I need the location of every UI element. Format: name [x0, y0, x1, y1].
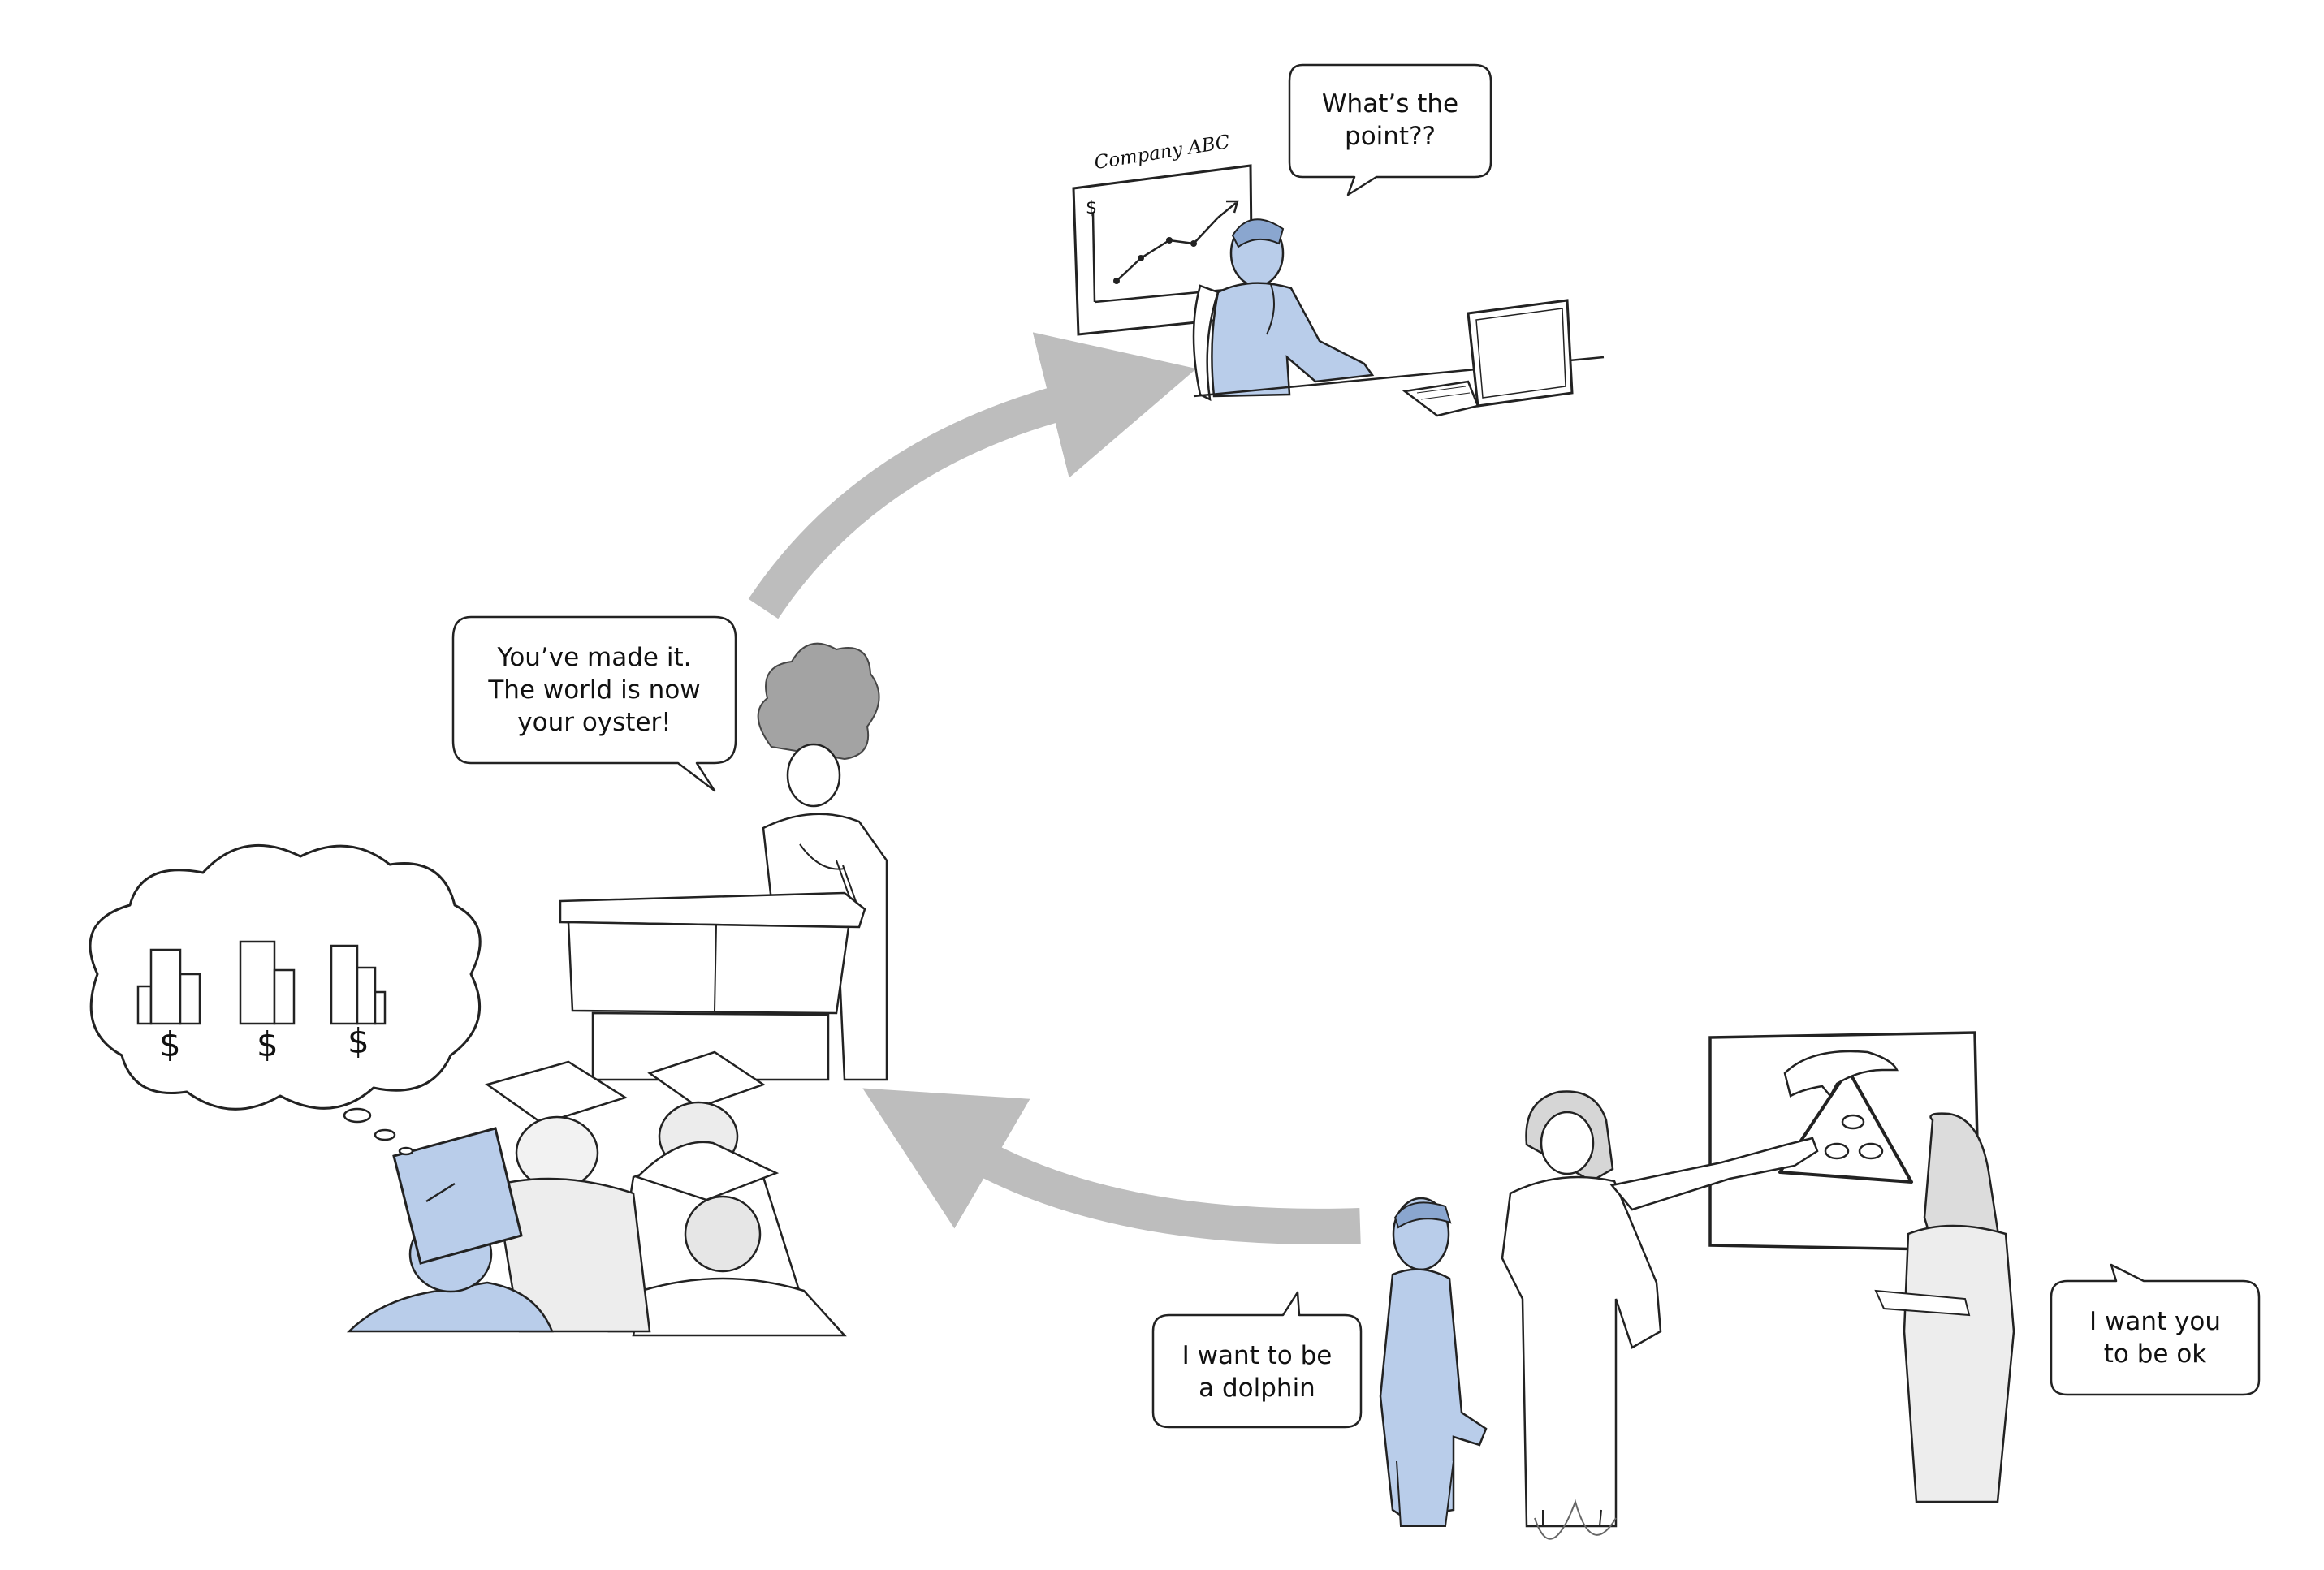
- office-worker-speech-line-2: point??: [1345, 122, 1436, 151]
- arrow-to-graduation: [862, 1088, 1361, 1244]
- graduates: [485, 1050, 847, 1337]
- thought-cloud: [89, 843, 482, 1156]
- child-speech-line-1: I want to be: [1181, 1341, 1333, 1370]
- thought-dollar-2: $: [257, 1024, 279, 1064]
- city-buildings-icon: [136, 940, 387, 1025]
- parent-speech-line-1: I want you: [2089, 1307, 2221, 1336]
- speech-bubble-speaker: [451, 615, 737, 792]
- speech-bubble-child: [1151, 1291, 1363, 1429]
- office-worker: [1211, 218, 1375, 398]
- speaker-speech: You’ve made it. The world is now your oy…: [460, 641, 729, 739]
- graduation-cap-icon: [392, 1127, 523, 1265]
- office-worker-speech-line-1: What’s the: [1321, 89, 1459, 119]
- arrow-to-office: [748, 332, 1197, 619]
- office-scene: [1072, 164, 1605, 417]
- speech-bubble-office-worker: [1288, 63, 1492, 196]
- speaker-speech-line-1: You’ve made it.: [497, 643, 692, 672]
- thought-dollar-3: $: [348, 1021, 369, 1061]
- speaker: [757, 642, 888, 1081]
- highlighted-graduate: [346, 1127, 554, 1333]
- parent-speech: I want you to be ok: [2058, 1305, 2253, 1370]
- fish-icon: [1824, 1114, 1884, 1160]
- speaker-speech-line-2: The world is now: [488, 675, 701, 705]
- child-speech: I want to be a dolphin: [1160, 1339, 1354, 1404]
- presenter-woman: [1501, 1090, 1819, 1540]
- family-scene: [1379, 1031, 2015, 1540]
- speaker-speech-line-3: your oyster!: [517, 708, 672, 737]
- child-speech-line-2: a dolphin: [1199, 1374, 1315, 1403]
- chart-axis-dollar: $: [1086, 198, 1097, 218]
- child-boy: [1379, 1197, 1488, 1527]
- parent-speech-line-2: to be ok: [2103, 1339, 2207, 1369]
- podium-icon: [559, 891, 866, 1081]
- listening-girl: [1874, 1112, 2015, 1503]
- dolphin-icon: [1783, 1050, 1899, 1098]
- office-worker-speech: What’s the point??: [1296, 88, 1484, 153]
- thought-dollar-1: $: [159, 1024, 181, 1064]
- speech-bubble-parent: [2050, 1263, 2261, 1396]
- graduation-scene: [346, 642, 888, 1337]
- laptop-icon: [1402, 299, 1574, 417]
